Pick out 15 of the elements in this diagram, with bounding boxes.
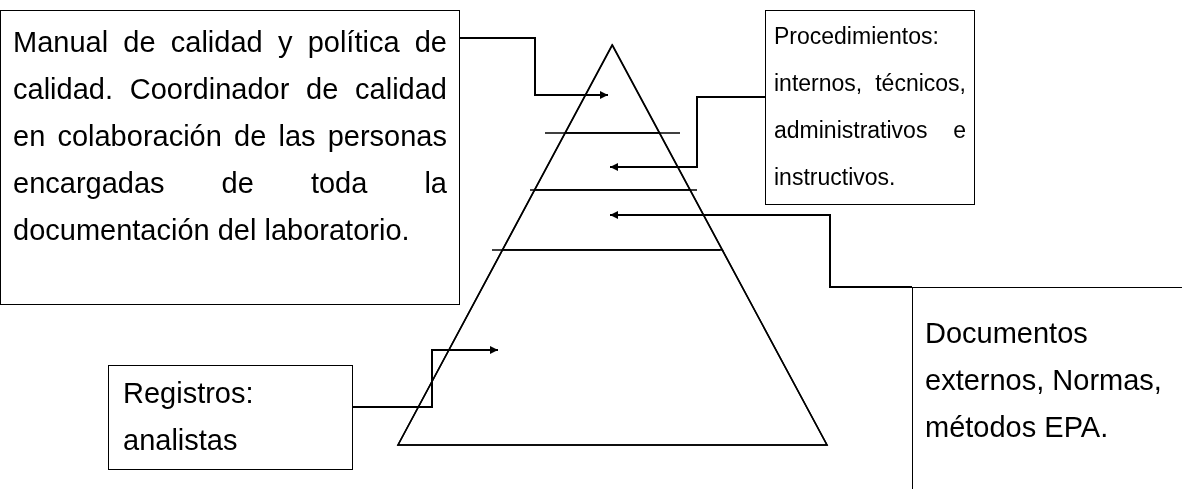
text-box xyxy=(108,365,353,470)
description-text: Procedimientos: internos, técnicos, administrativos e instructivos. xyxy=(774,22,966,192)
bracket-text-panel xyxy=(912,287,1182,489)
arrow xyxy=(609,96,766,171)
pyramid-layer xyxy=(533,132,692,191)
description-text: Documentos externos, Normas, métodos EPA. xyxy=(925,316,1163,445)
arrow xyxy=(609,211,913,288)
arrow xyxy=(459,37,609,99)
pyramid-layer xyxy=(501,189,724,251)
arrow xyxy=(352,346,499,408)
description-text: Manual de calidad y política de calidad. Coordinador de calidad en colaboración de las personas encargadas de toda la documentación del laboratorio. xyxy=(13,25,447,248)
text-box xyxy=(0,10,460,305)
pyramid-top-layer xyxy=(564,43,661,134)
text-box xyxy=(765,10,975,205)
description-text: Registros: analistas xyxy=(123,376,255,458)
